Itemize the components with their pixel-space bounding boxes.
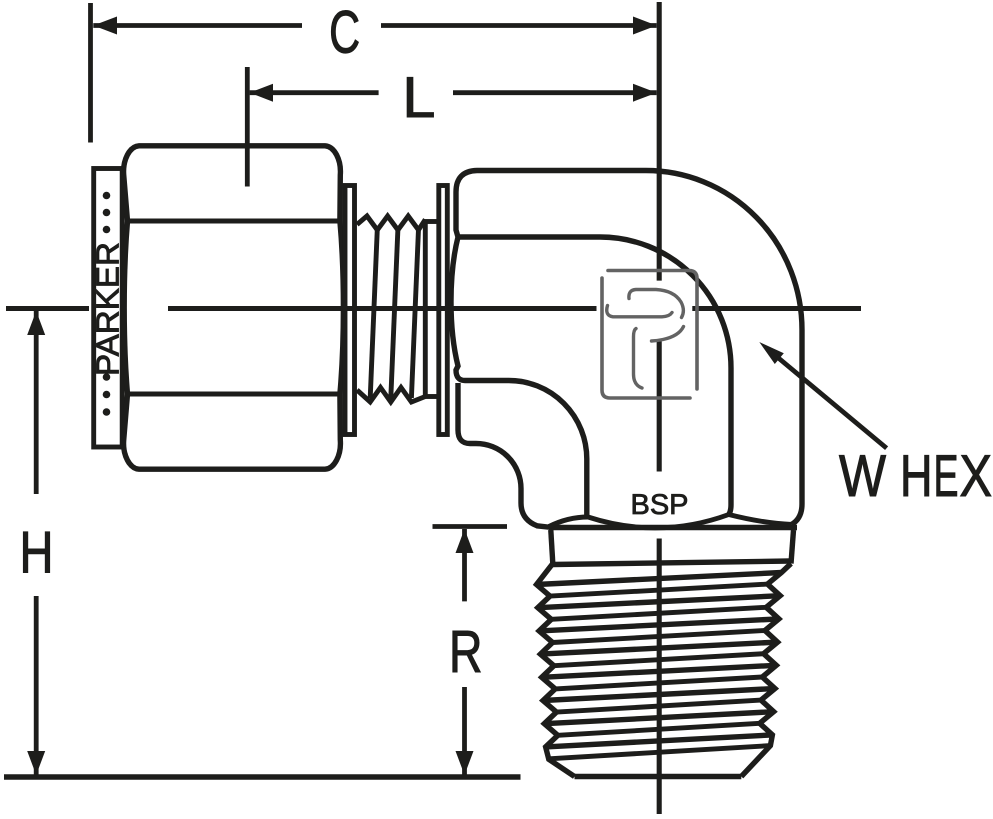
svg-text:W: W [839, 443, 886, 509]
svg-text:E: E [934, 443, 959, 509]
svg-text:BSP: BSP [631, 489, 689, 521]
svg-text:PARKER: PARKER [90, 242, 126, 376]
svg-text:H: H [20, 519, 54, 585]
svg-text:C: C [329, 0, 360, 65]
svg-text:X: X [960, 443, 993, 509]
svg-text:R: R [449, 618, 483, 685]
svg-text:H: H [900, 443, 933, 509]
svg-text:L: L [402, 66, 435, 130]
